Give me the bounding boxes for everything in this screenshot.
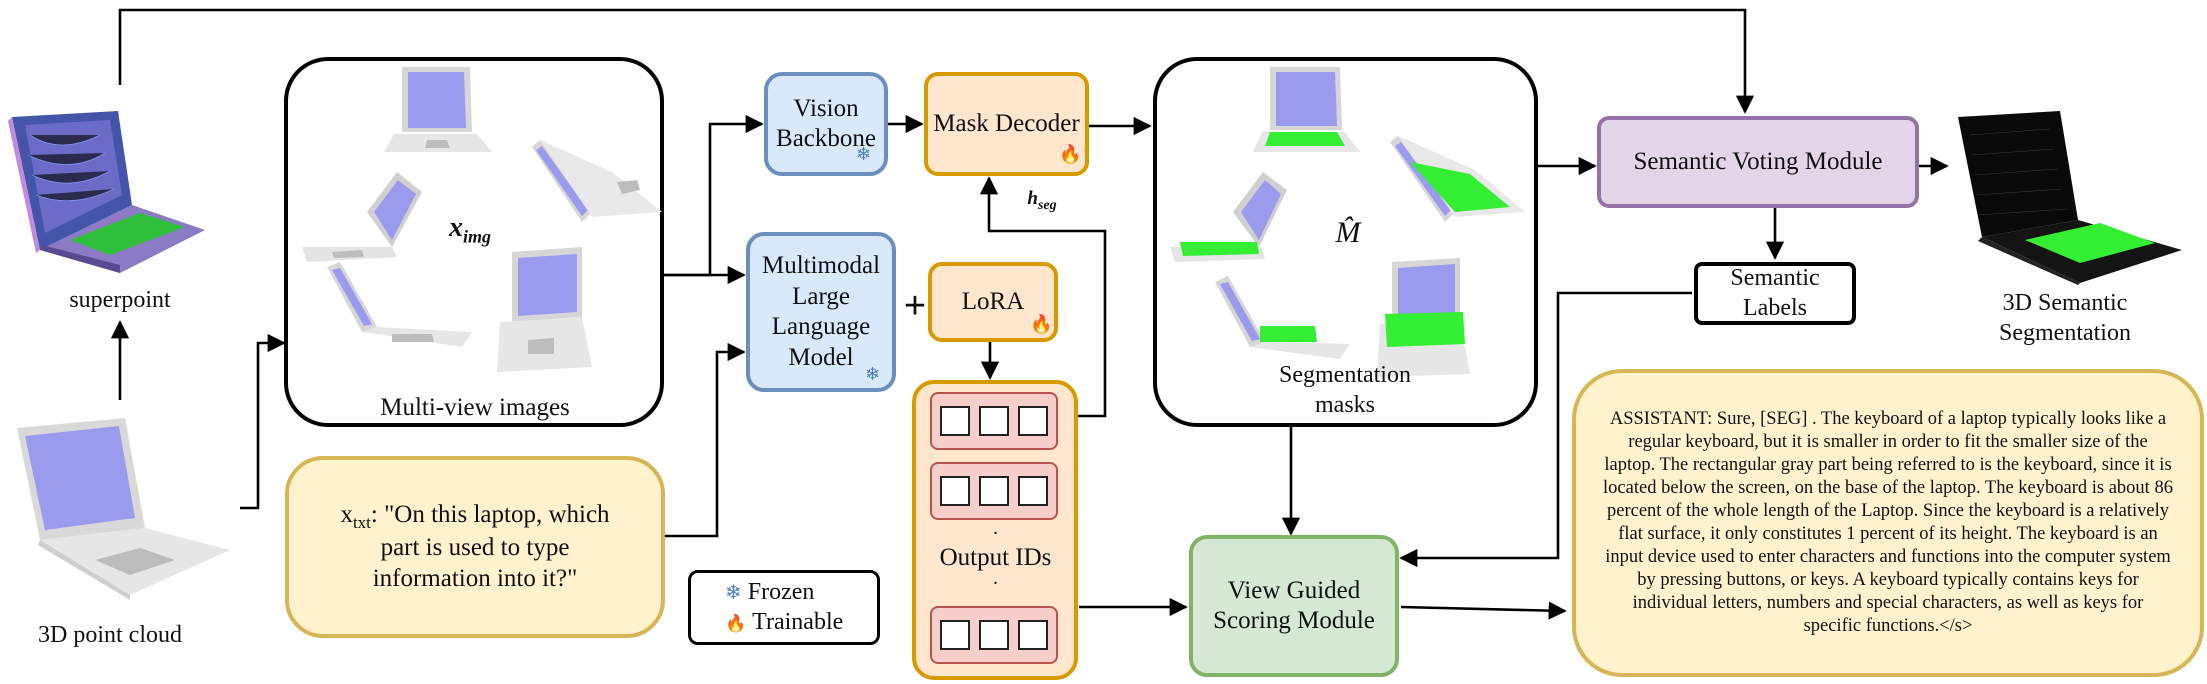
token-cell xyxy=(940,476,970,506)
token-row xyxy=(930,462,1058,520)
semantic-voting-label: Semantic Voting Module xyxy=(1633,147,1883,175)
point-cloud-laptop-image xyxy=(17,418,230,600)
legend-trainable-label: Trainable xyxy=(752,608,844,635)
snowflake-icon: ❄ xyxy=(865,364,881,384)
token-cell xyxy=(979,406,1009,436)
mask-decoder-label: Mask Decoder xyxy=(933,109,1080,137)
semantic-segmentation-label: 3D Semantic Segmentation xyxy=(1999,290,2131,346)
view-guided-scoring-label: View Guided Scoring Module xyxy=(1213,576,1375,635)
fire-icon: 🔥 xyxy=(725,613,747,633)
hseg-to-decoder-arrow xyxy=(979,176,1107,418)
semantic-segmentation-laptop-image xyxy=(1958,111,2182,285)
scoring-to-answer-arrow xyxy=(1400,601,1567,620)
lora-label: LoRA xyxy=(961,287,1025,315)
token-cell xyxy=(1018,476,1048,506)
labels-to-scoring-arrow xyxy=(1399,291,1692,568)
vision-backbone-label: Vision Backbone xyxy=(776,94,876,153)
multiview-label: Multi-view images xyxy=(380,394,570,421)
token-cell xyxy=(1018,406,1048,436)
legend-box: ❄ Frozen 🔥 Trainable xyxy=(688,570,880,645)
h-seg-label: hseg xyxy=(1027,188,1057,213)
assistant-answer-box: ASSISTANT: Sure, [SEG] . The keyboard of… xyxy=(1572,369,2204,677)
fire-icon: 🔥 xyxy=(1030,314,1053,334)
segmentation-laptops-image xyxy=(1170,67,1525,377)
superpoint-to-voting-arrow xyxy=(118,8,1755,114)
semantic-labels-label: Semantic Labels xyxy=(1730,265,1820,321)
fire-icon: 🔥 xyxy=(1059,144,1082,164)
semantic-labels-box: Semantic Labels xyxy=(1694,262,1856,325)
token-cell xyxy=(1018,620,1048,650)
multiview-laptops-image xyxy=(302,67,662,372)
token-row xyxy=(930,606,1058,664)
superpoint-label: superpoint xyxy=(69,287,171,313)
lora-box: LoRA xyxy=(928,262,1058,342)
legend-trainable: 🔥 Trainable xyxy=(725,608,843,637)
token-cell xyxy=(940,406,970,436)
mask-decoder-box: Mask Decoder xyxy=(924,72,1089,176)
superpoint-laptop-image xyxy=(8,111,205,273)
vision-backbone-box: Vision Backbone xyxy=(764,72,888,176)
x-img-label: ximg xyxy=(448,212,491,247)
snowflake-icon: ❄ xyxy=(725,582,742,605)
ellipsis-top: · xyxy=(992,523,999,544)
token-cell xyxy=(979,476,1009,506)
token-cell xyxy=(979,620,1009,650)
multiview-frame xyxy=(284,57,664,427)
assistant-answer-text: ASSISTANT: Sure, [SEG] . The keyboard of… xyxy=(1603,409,2173,636)
view-guided-scoring-box: View Guided Scoring Module xyxy=(1189,535,1399,677)
legend-frozen: ❄ Frozen xyxy=(725,578,814,607)
output-ids-label: Output IDs xyxy=(939,544,1052,571)
point-cloud-label: 3D point cloud xyxy=(38,622,182,648)
query-to-mllm-arrow xyxy=(665,342,746,538)
token-row xyxy=(930,392,1058,450)
token-cell xyxy=(940,620,970,650)
mllm-box: Multimodal Large Language Model xyxy=(746,232,896,392)
ellipsis-bottom: · xyxy=(992,573,999,594)
legend-frozen-label: Frozen xyxy=(747,579,815,606)
cloud-to-multiview-arrow xyxy=(240,333,286,510)
semantic-voting-box: Semantic Voting Module xyxy=(1597,116,1919,208)
snowflake-icon: ❄ xyxy=(856,144,872,164)
m-hat-label: M̂ xyxy=(1335,216,1361,249)
query-text-box: xtxt: "On this laptop, which part is use… xyxy=(285,456,665,638)
plus-sign: + xyxy=(903,285,927,327)
query-text: xtxt: "On this laptop, which part is use… xyxy=(340,500,610,592)
segmentation-masks-label: Segmentation masks xyxy=(1279,362,1411,418)
mllm-label: Multimodal Large Language Model xyxy=(761,252,881,371)
